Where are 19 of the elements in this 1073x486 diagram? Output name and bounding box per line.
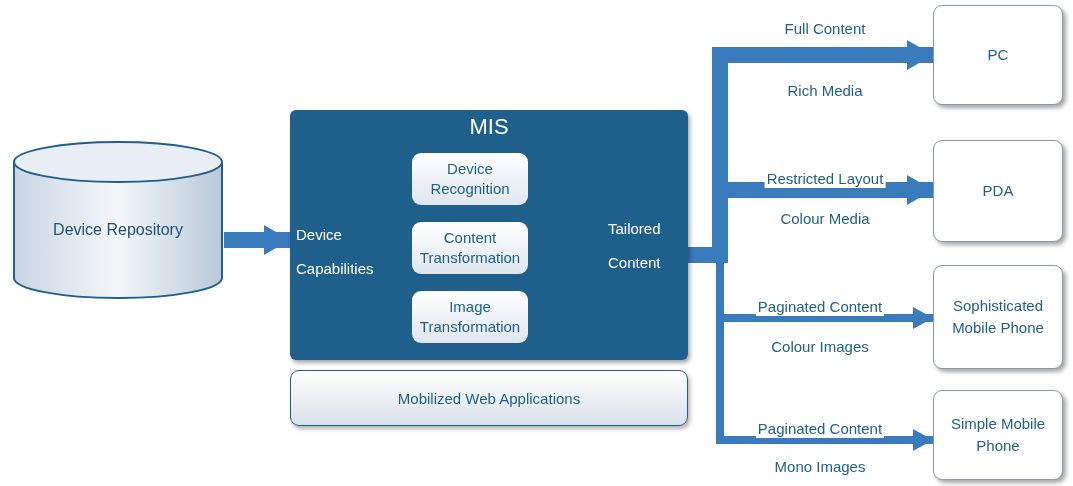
device-box: PC xyxy=(933,5,1063,105)
edge-label: Restricted Layout xyxy=(764,170,886,188)
edge-label: Paginated Content xyxy=(755,420,885,438)
edge-label: Paginated Content xyxy=(755,298,885,316)
device-box: Simple Mobile Phone xyxy=(933,390,1063,480)
media-note: Colour Images xyxy=(769,338,871,356)
input-label: Device Capabilities xyxy=(296,225,375,279)
device-box: Sophisticated Mobile Phone xyxy=(933,265,1063,369)
module-box: Content Transformation xyxy=(412,222,528,274)
module-box: Image Transformation xyxy=(412,291,528,343)
database-cylinder xyxy=(12,140,224,300)
application-bar: Mobilized Web Applications xyxy=(290,370,688,426)
arrow xyxy=(224,225,290,255)
panel-title: MIS xyxy=(468,114,510,140)
module-box: Device Recognition xyxy=(412,153,528,205)
server-panel xyxy=(290,110,688,360)
repository-label: Device Repository xyxy=(52,220,184,240)
output-label: Tailored Content xyxy=(608,219,662,273)
device-box: PDA xyxy=(933,140,1063,242)
